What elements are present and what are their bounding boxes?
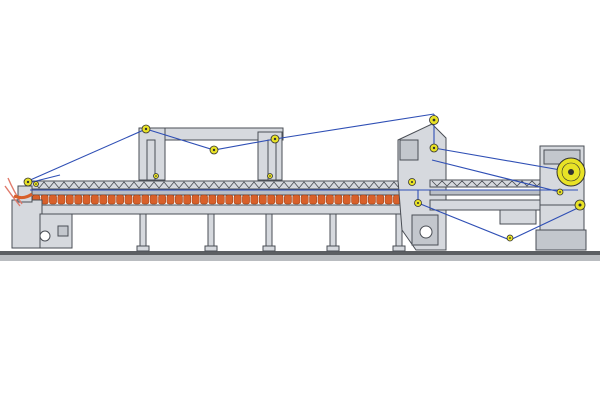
heater-element [200,194,208,205]
heater-element [225,194,234,205]
roller-hub [432,118,436,122]
roller-hub [410,180,414,184]
heater-element [326,194,334,205]
support-leg [265,213,273,251]
roller-hub [578,203,582,207]
tension-rollers [23,115,586,242]
heater-element [368,194,376,205]
exit-conveyor [429,179,551,225]
heater-element [116,194,124,205]
heater-element [359,194,368,205]
heater-element [183,194,192,205]
heater-element [384,194,393,205]
heater-element [300,194,309,205]
heater-element [351,194,359,205]
support-leg [139,213,147,251]
entry-glow [4,177,23,207]
leg-foot [136,245,150,252]
entry-chute [13,192,33,200]
floor [0,251,600,255]
leg-foot [204,245,218,252]
leg-foot [326,245,340,252]
belt-paths [27,113,583,241]
heater-element [141,194,150,205]
heater-row [32,194,418,205]
leg-foot [392,245,406,252]
heater-element [99,194,108,205]
roller-hub [509,237,511,239]
heater-element [242,194,250,205]
roller-hub [273,137,277,141]
drive-wheel [556,157,586,187]
heater-element [107,194,116,205]
heater-element [317,194,326,205]
support-leg [207,213,215,251]
roller-hub [269,175,271,177]
entry-unit [11,185,73,249]
heater-element [216,194,225,205]
floor-shadow [0,255,600,261]
support-leg [329,213,337,251]
overhead-truss [138,127,284,181]
roller-hub [212,148,216,152]
heater-element [57,194,66,205]
leg-foot [262,245,276,252]
heater-element [275,194,284,205]
heater-element [175,194,183,205]
roller-hub [559,191,561,193]
heater-element [292,194,301,205]
roller-hub [155,175,157,177]
heater-element [250,194,259,205]
heater-element [284,194,292,205]
heater-element [91,194,99,205]
heater-element [49,194,57,205]
exit-vent-pattern [431,180,548,187]
roller-hub [26,180,30,184]
heater-element [65,194,74,205]
heater-element [149,194,158,205]
roller-hub [35,183,37,185]
heater-element [191,194,200,205]
heater-element [376,194,385,205]
heater-element [258,194,267,205]
heater-element [74,194,83,205]
heater-element [82,194,91,205]
heater-element [342,194,351,205]
heater-element [124,194,133,205]
roof-vent-pattern [33,181,415,189]
heater-element [267,194,276,205]
heater-element [309,194,317,205]
roller-hub [432,146,436,150]
heater-element [166,194,175,205]
heater-element [233,194,242,205]
transfer-tower [397,123,447,251]
heater-element [208,194,217,205]
roller-hub [144,127,148,131]
heater-element [334,194,343,205]
support-legs [136,213,406,252]
heater-element [133,194,141,205]
roller-hub [416,201,420,205]
heater-element [158,194,166,205]
